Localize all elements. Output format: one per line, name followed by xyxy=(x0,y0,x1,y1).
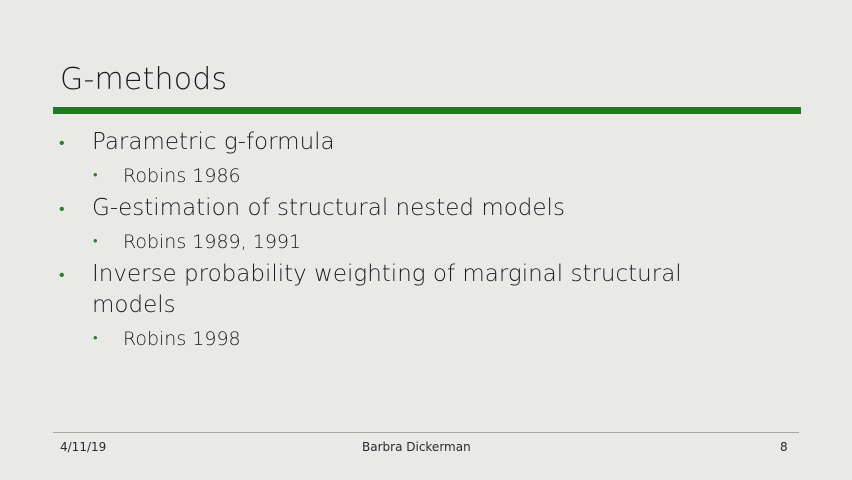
sub-bullet-dot-icon: • xyxy=(93,331,98,346)
slide-title: G-methods xyxy=(60,62,228,97)
bullet-text: Inverse probability weighting of margina… xyxy=(92,261,682,318)
footer-page-number: 8 xyxy=(780,440,788,454)
bullet-list: • Parametric g-formula • Robins 1986 • G… xyxy=(56,124,756,353)
bullet-item: • Parametric g-formula xyxy=(56,127,756,158)
sub-bullet-item: • Robins 1989, 1991 xyxy=(56,228,756,256)
bullet-text: G-estimation of structural nested models xyxy=(92,195,565,221)
bullet-dot-icon: • xyxy=(59,265,65,284)
footer-date: 4/11/19 xyxy=(60,440,107,454)
title-underline xyxy=(53,107,801,114)
sub-bullet-item: • Robins 1986 xyxy=(56,162,756,190)
footer-author: Barbra Dickerman xyxy=(362,440,471,454)
sub-bullet-item: • Robins 1998 xyxy=(56,325,756,353)
sub-bullet-text: Robins 1989, 1991 xyxy=(123,231,302,253)
footer-divider xyxy=(53,432,799,433)
bullet-dot-icon: • xyxy=(59,133,65,152)
bullet-item: • Inverse probability weighting of margi… xyxy=(56,259,756,321)
bullet-text: Parametric g-formula xyxy=(92,129,335,155)
sub-bullet-text: Robins 1986 xyxy=(123,165,241,187)
sub-bullet-dot-icon: • xyxy=(93,168,98,183)
bullet-item: • G-estimation of structural nested mode… xyxy=(56,193,756,224)
sub-bullet-dot-icon: • xyxy=(93,234,98,249)
bullet-dot-icon: • xyxy=(59,199,65,218)
sub-bullet-text: Robins 1998 xyxy=(123,328,241,350)
